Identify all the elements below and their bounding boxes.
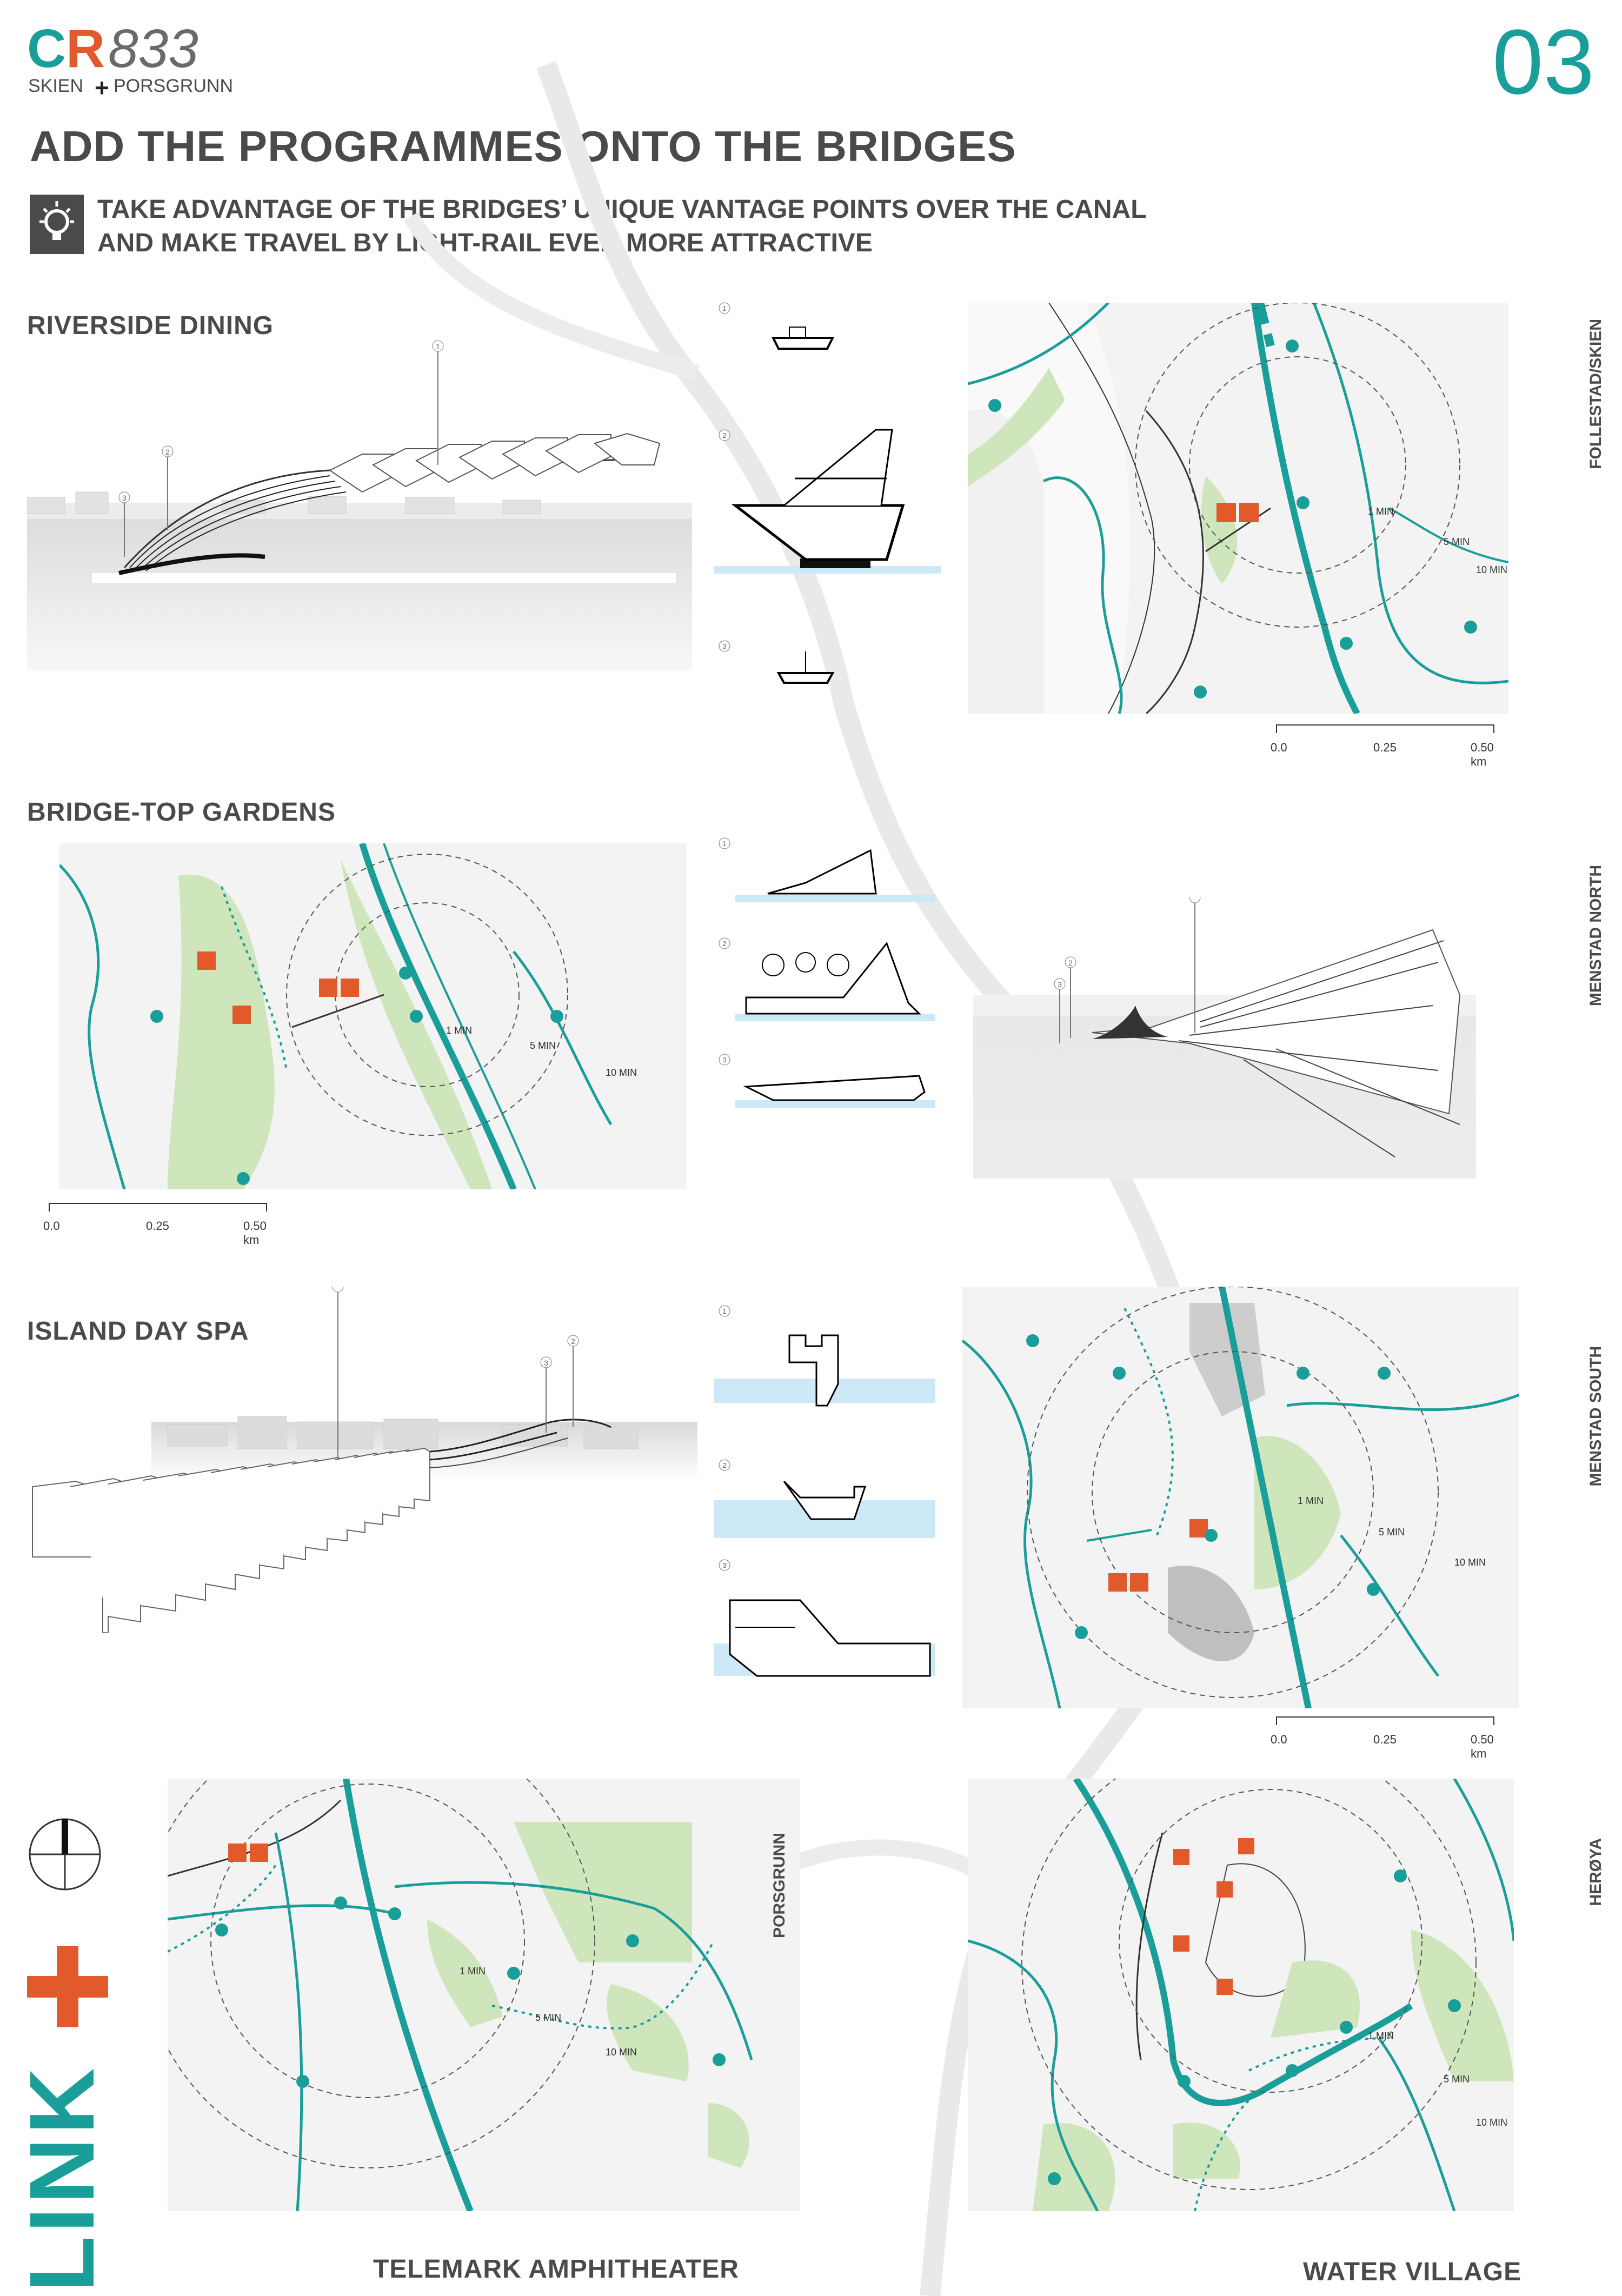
render-marker-3: 3 (122, 494, 127, 502)
brand-plus-icon (27, 1946, 108, 2027)
section-marker-s3: 3 (722, 1561, 726, 1569)
scalebar-b: 0.0 0.25 0.50 km (43, 1203, 281, 1247)
walk-5min-e: 5 MIN (1444, 2074, 1470, 2085)
location-label-menstad-north: MENSTAD NORTH (1587, 865, 1605, 1007)
section-title-riverside: RIVERSIDE DINING (27, 311, 274, 340)
section-diagrams-riverside: 1 2 3 (714, 302, 941, 684)
map-porsgrunn: 1 MIN 5 MIN 10 MIN (168, 1779, 800, 2211)
walk-1min-e: 1 MIN (1368, 2031, 1394, 2041)
logo-r: R (66, 18, 105, 79)
section-title-amphitheater: TELEMARK AMPHITHEATER (373, 2255, 739, 2284)
section-marker-g3: 3 (722, 1056, 726, 1064)
section-marker-g1: 1 (722, 840, 726, 848)
section-marker-s1: 1 (722, 1307, 726, 1315)
location-label-heroya: HERØYA (1587, 1838, 1605, 1906)
walk-5min-a: 5 MIN (1444, 536, 1470, 547)
render-marker-1: 1 (436, 342, 440, 351)
render-s-marker-2: 2 (571, 1337, 575, 1346)
walk-10min-d: 10 MIN (606, 2047, 637, 2058)
section-title-water-village: WATER VILLAGE (1303, 2258, 1522, 2286)
render-island-day-spa: 3 2 (32, 1287, 697, 1633)
section-marker-s2: 2 (722, 1461, 726, 1469)
map-follestad-skien: 1 MIN 5 MIN 10 MIN (968, 303, 1508, 714)
location-label-follestad: FOLLESTAD/SKIEN (1587, 319, 1605, 469)
render-bridge-top-gardens: 2 3 (973, 897, 1476, 1179)
scalebar-c: 0.0 0.25 0.50 km (1271, 1716, 1508, 1760)
map-menstad-south: 1 MIN 5 MIN 10 MIN (962, 1287, 1519, 1708)
logo-sub-left: SKIEN (28, 76, 84, 96)
walk-10min-e: 10 MIN (1476, 2117, 1507, 2128)
scalebar-a: 0.0 0.25 0.50 km (1271, 724, 1508, 768)
logo: C R 833 SKIEN + PORSGRUNN (27, 22, 287, 103)
location-label-menstad-south: MENSTAD SOUTH (1587, 1346, 1605, 1487)
logo-sub-right: PORSGRUNN (114, 76, 234, 96)
walk-5min-b: 5 MIN (530, 1040, 556, 1051)
section-title-spa: ISLAND DAY SPA (27, 1317, 249, 1346)
walk-1min-c: 1 MIN (1298, 1495, 1324, 1506)
section-marker-1: 1 (722, 304, 726, 312)
walk-1min-d: 1 MIN (460, 1966, 486, 1976)
location-label-porsgrunn: PORSGRUNN (770, 1833, 788, 1939)
section-diagrams-gardens: 1 2 3 (719, 837, 935, 1108)
lightbulb-icon (30, 195, 84, 254)
section-marker-g2: 2 (722, 940, 726, 948)
render-marker-2: 2 (165, 448, 170, 456)
section-title-gardens: BRIDGE-TOP GARDENS (27, 798, 336, 827)
subtitle-line-1: TAKE ADVANTAGE OF THE BRIDGES’ UNIQUE VA… (97, 195, 1147, 224)
page-title: ADD THE PROGRAMMES ONTO THE BRIDGES (30, 122, 1016, 170)
brand-link: LINK (11, 1946, 114, 2292)
logo-number: 833 (108, 18, 198, 79)
render-g-marker-3: 3 (1058, 980, 1062, 989)
brand-link-text: LINK (11, 2065, 114, 2292)
map-menstad-north: 1 MIN 5 MIN 10 MIN (59, 843, 687, 1189)
render-riverside-dining: 1 2 3 (27, 340, 692, 670)
render-s-marker-3: 3 (544, 1359, 548, 1367)
plus-icon: + (95, 74, 109, 102)
section-marker-2: 2 (722, 431, 726, 440)
section-marker-3: 3 (722, 642, 726, 650)
render-g-marker-2: 2 (1068, 959, 1073, 967)
map-heroya: 1 MIN 5 MIN 10 MIN (968, 1779, 1514, 2211)
walk-5min-d: 5 MIN (535, 2012, 561, 2023)
page-number: 03 (1492, 11, 1595, 114)
logo-c: C (27, 18, 67, 79)
walk-10min-b: 10 MIN (606, 1067, 637, 1078)
walk-5min-c: 5 MIN (1379, 1527, 1405, 1538)
walk-1min-b: 1 MIN (446, 1025, 472, 1036)
walk-1min-a: 1 MIN (1368, 506, 1394, 517)
walk-10min-c: 10 MIN (1454, 1557, 1486, 1568)
north-arrow-icon (27, 1816, 103, 1892)
subtitle-line-2: AND MAKE TRAVEL BY LIGHT-RAIL EVEN MORE … (97, 229, 873, 257)
section-diagrams-spa: 1 2 3 (714, 1305, 935, 1677)
walk-10min-a: 10 MIN (1476, 564, 1507, 575)
